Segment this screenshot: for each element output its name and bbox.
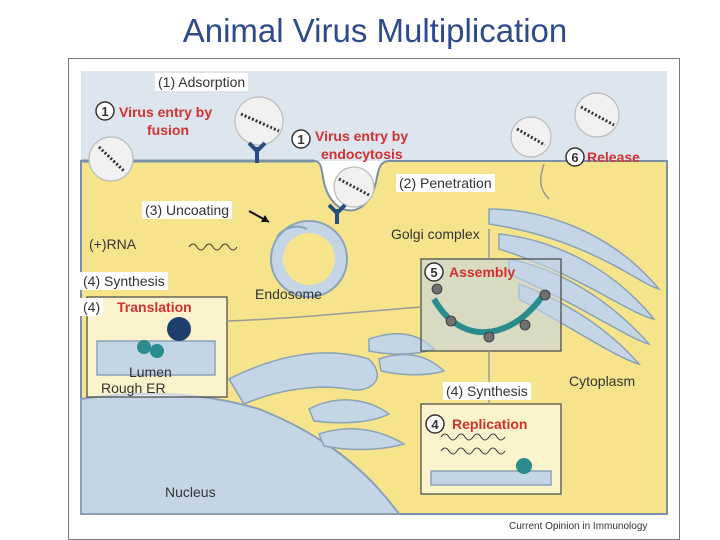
label-virus-entry-endocytosis-1: Virus entry by [315, 128, 408, 144]
virus-particle [235, 97, 283, 145]
label-cytoplasm: Cytoplasm [569, 373, 635, 389]
step-adsorption: (1) Adsorption [155, 73, 248, 91]
diagram-canvas: 1 1 6 5 4 Virus entry by fusion Virus en… [69, 59, 679, 539]
step-number: 4 [431, 417, 439, 432]
label-golgi-complex: Golgi complex [391, 226, 480, 242]
label-virus-entry-fusion-1: Virus entry by [119, 104, 212, 120]
label-endosome: Endosome [255, 286, 322, 302]
step-number: 5 [430, 265, 437, 280]
virus-particle [89, 137, 133, 181]
step-number: 6 [571, 150, 578, 165]
label-release: Release [587, 149, 640, 165]
step-synthesis-short: (4) [80, 298, 103, 316]
step-penetration: (2) Penetration [396, 174, 495, 192]
label-credit: Current Opinion in Immunology [509, 521, 647, 532]
label-assembly: Assembly [449, 264, 515, 280]
label-rna: (+)RNA [89, 236, 137, 252]
label-translation: Translation [117, 299, 192, 315]
step-uncoating: (3) Uncoating [142, 201, 232, 219]
label-lumen: Lumen [129, 364, 172, 380]
virus-particle [575, 93, 619, 137]
step-number: 1 [297, 132, 304, 147]
label-rough-er: Rough ER [101, 380, 166, 396]
label-replication: Replication [452, 416, 527, 432]
ribosome-icon [167, 317, 191, 341]
virus-particle [334, 167, 374, 207]
step-number: 1 [101, 104, 108, 119]
label-virus-entry-fusion-2: fusion [147, 122, 189, 138]
label-nucleus: Nucleus [165, 484, 216, 500]
virus-particle [511, 117, 551, 157]
step-synthesis-right: (4) Synthesis [443, 382, 531, 400]
page-title: Animal Virus Multiplication [0, 12, 720, 50]
virus-multiplication-diagram: 1 1 6 5 4 Virus entry by fusion Virus en… [68, 58, 680, 540]
label-virus-entry-endocytosis-2: endocytosis [321, 146, 403, 162]
step-synthesis-left: (4) Synthesis [80, 272, 168, 290]
